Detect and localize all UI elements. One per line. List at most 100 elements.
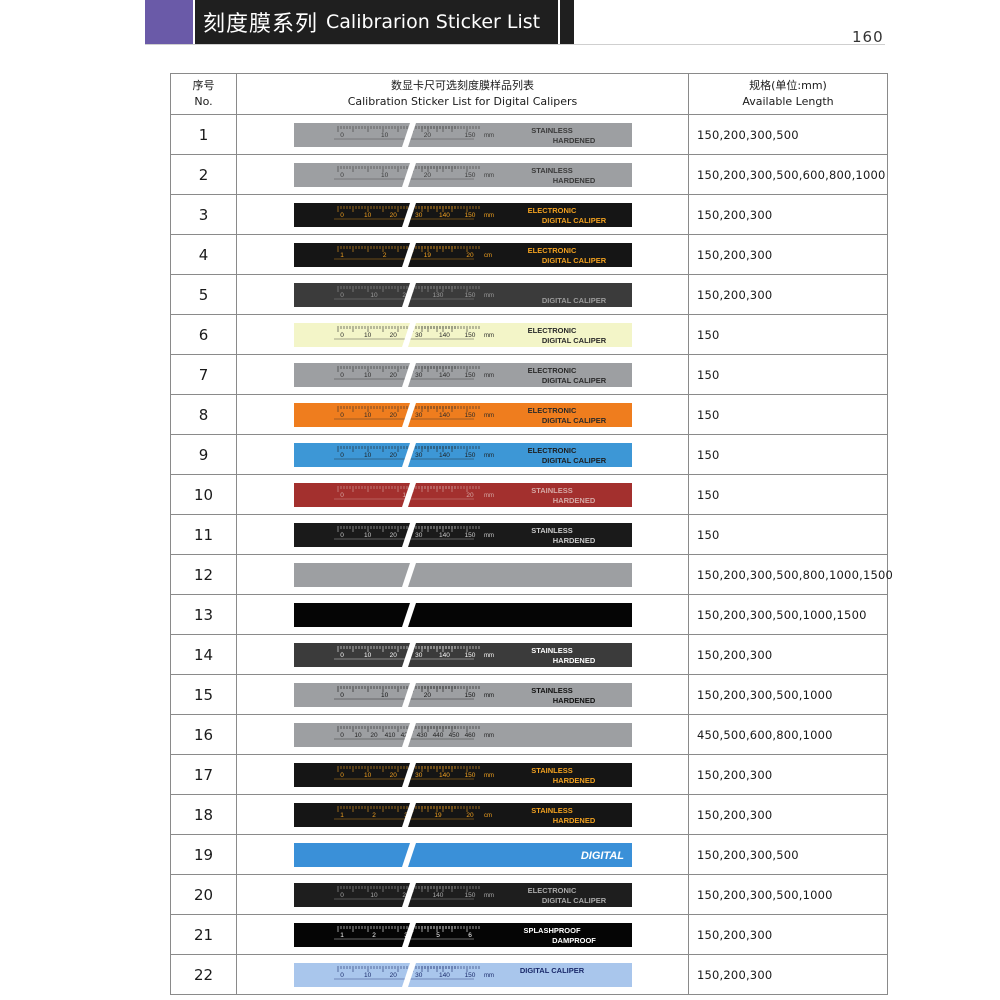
sticker-background xyxy=(293,722,632,747)
available-length: 150,200,300 xyxy=(688,234,888,275)
sticker-cell: 01020140150mmELECTRONICDIGITAL CALIPER xyxy=(236,874,689,915)
sticker-text-line1: STAINLESS xyxy=(531,646,573,655)
table-row: 2001020140150mmELECTRONICDIGITAL CALIPER… xyxy=(170,874,888,915)
available-length: 150,200,300 xyxy=(688,754,888,795)
break-mark xyxy=(401,562,416,587)
sticker-text-line2: HARDENED xyxy=(552,776,595,785)
scale-label: 30 xyxy=(415,412,423,419)
sticker-text-line1: STAINLESS xyxy=(531,806,573,815)
scale-unit: mm xyxy=(484,773,494,779)
row-number: 16 xyxy=(170,714,237,755)
table-row: 181231920cmSTAINLESSHARDENED150,200,300 xyxy=(170,794,888,835)
row-number: 8 xyxy=(170,394,237,435)
break-mark xyxy=(401,522,416,547)
sticker-text-line2: HARDENED xyxy=(552,176,595,185)
header-title-cn: 刻度膜系列 xyxy=(203,12,319,37)
row-number: 22 xyxy=(170,954,237,995)
sticker-text-line2: HARDENED xyxy=(552,816,595,825)
scale-label: 30 xyxy=(415,332,423,339)
sticker-background xyxy=(293,442,632,467)
scale-unit: mm xyxy=(484,653,494,659)
scale-label: 150 xyxy=(464,772,475,779)
scale-label: 150 xyxy=(464,132,475,139)
break-mark xyxy=(401,202,416,227)
scale-label: 10 xyxy=(363,772,371,779)
sticker-background xyxy=(293,242,632,267)
header-title-bar: 刻度膜系列 Calibrarion Sticker List xyxy=(195,0,558,44)
scale-label: 6 xyxy=(468,932,472,939)
sticker-text-line1: SPLASHPROOF xyxy=(523,926,581,935)
scale-label: 150 xyxy=(464,372,475,379)
scale-label: 10 xyxy=(370,892,378,899)
header-accent-block xyxy=(145,0,193,44)
sticker-background xyxy=(293,202,632,227)
sticker-background xyxy=(293,882,632,907)
scale-label: 10 xyxy=(363,532,371,539)
sticker-background xyxy=(293,642,632,667)
sticker-background xyxy=(293,322,632,347)
scale-label: 0 xyxy=(340,892,344,899)
available-length: 150,200,300 xyxy=(688,954,888,995)
scale-label: 140 xyxy=(438,332,449,339)
sticker-text-line2: HARDENED xyxy=(552,696,595,705)
available-length: 150 xyxy=(688,314,888,355)
sticker-text-line2: DIGITAL CALIPER xyxy=(541,896,606,905)
scale-label: 10 xyxy=(363,452,371,459)
col-header-sticker: 数显卡尺可选刻度膜样品列表 Calibration Sticker List f… xyxy=(236,73,689,115)
break-mark xyxy=(401,282,416,307)
scale-label: 10 xyxy=(363,212,371,219)
scale-label: 19 xyxy=(434,812,442,819)
scale-label: 2 xyxy=(382,252,386,259)
scale-unit: mm xyxy=(484,733,494,739)
sticker-background xyxy=(293,602,632,627)
scale-label: 0 xyxy=(340,412,344,419)
scale-label: 0 xyxy=(340,172,344,179)
scale-unit: mm xyxy=(484,213,494,219)
sticker-text-line2: DIGITAL CALIPER xyxy=(541,376,606,385)
scale-label: 0 xyxy=(340,532,344,539)
scale-unit: mm xyxy=(484,373,494,379)
scale-label: 20 xyxy=(389,772,397,779)
scale-label: 2 xyxy=(372,932,376,939)
available-length: 150,200,300 xyxy=(688,914,888,955)
scale-label: 140 xyxy=(438,532,449,539)
row-number: 7 xyxy=(170,354,237,395)
scale-unit: mm xyxy=(484,133,494,139)
scale-label: 30 xyxy=(415,212,423,219)
scale-label: 20 xyxy=(389,212,397,219)
sticker-text-line2: HARDENED xyxy=(552,536,595,545)
scale-label: 0 xyxy=(340,692,344,699)
available-length: 150,200,300 xyxy=(688,794,888,835)
row-number: 21 xyxy=(170,914,237,955)
row-number: 6 xyxy=(170,314,237,355)
scale-label: 20 xyxy=(466,812,474,819)
sticker-strip-image xyxy=(293,602,632,627)
sticker-text-line2: DIGITAL CALIPER xyxy=(541,336,606,345)
scale-label: 30 xyxy=(415,652,423,659)
sticker-text-line1: STAINLESS xyxy=(531,526,573,535)
available-length: 150,200,300 xyxy=(688,194,888,235)
scale-label: 2 xyxy=(372,812,376,819)
scale-label: 20 xyxy=(389,652,397,659)
scale-unit: cm xyxy=(484,813,492,819)
sticker-text-line2: HARDENED xyxy=(552,136,595,145)
sticker-text-line2: DIGITAL CALIPER xyxy=(541,456,606,465)
sticker-strip-image: 01020mmSTAINLESSHARDENED xyxy=(293,482,632,507)
scale-label: 10 xyxy=(363,372,371,379)
sticker-text-line2: DIGITAL CALIPER xyxy=(541,296,606,305)
sticker-cell: 01020mmSTAINLESSHARDENED xyxy=(236,474,689,515)
sticker-text-line2: DIGITAL CALIPER xyxy=(541,216,606,225)
